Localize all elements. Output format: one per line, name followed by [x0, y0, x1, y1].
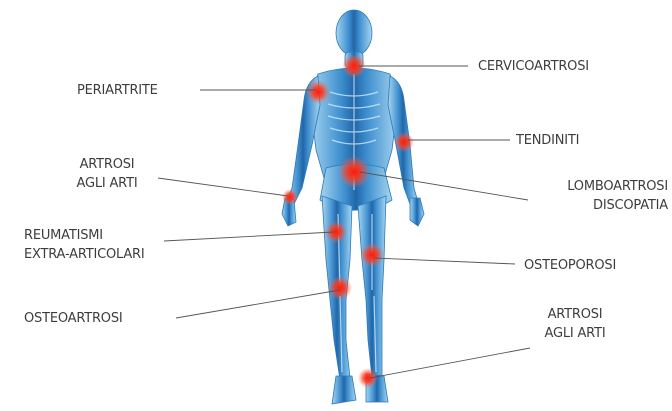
label-artrosi-left-line1: ARTROSI — [52, 155, 162, 174]
leader-artrosi-left — [158, 178, 288, 196]
hotspot-lumbar — [338, 156, 370, 188]
label-reumatismi-line2: EXTRA-ARTICOLARI — [24, 245, 145, 264]
label-osteoporosi-line1: OSTEOPOROSI — [524, 256, 616, 275]
label-artrosi-agli-arti-left: ARTROSI AGLI ARTI — [52, 155, 162, 193]
label-reumatismi: REUMATISMI EXTRA-ARTICOLARI — [24, 226, 145, 264]
label-tendiniti-line1: TENDINITI — [516, 131, 579, 150]
hotspot-shoulder — [306, 80, 330, 104]
right-hand — [410, 198, 424, 226]
hotspot-wrist — [282, 189, 298, 205]
label-cervicoartrosi-line1: CERVICOARTROSI — [478, 57, 589, 76]
left-foot — [332, 376, 356, 404]
label-periartrite-line1: PERIARTRITE — [77, 81, 158, 100]
label-osteoartrosi-line1: OSTEOARTROSI — [24, 309, 123, 328]
hotspot-knee — [328, 276, 352, 300]
label-artrosi-agli-arti-right: ARTROSI AGLI ARTI — [520, 305, 630, 343]
label-lomboartrosi-line2: DISCOPATIA — [500, 196, 668, 215]
label-lomboartrosi-line1: LOMBOARTROSI — [500, 177, 668, 196]
label-artrosi-right-line2: AGLI ARTI — [520, 324, 630, 343]
hotspot-ankle — [358, 368, 378, 388]
head — [336, 10, 372, 56]
leader-artrosi-right — [370, 348, 530, 378]
label-osteoporosi: OSTEOPOROSI — [524, 256, 616, 275]
label-lomboartrosi-discopatia: LOMBOARTROSI DISCOPATIA — [500, 177, 668, 215]
label-artrosi-left-line2: AGLI ARTI — [52, 174, 162, 193]
leader-osteoartrosi — [176, 290, 340, 318]
label-osteoartrosi: OSTEOARTROSI — [24, 309, 123, 328]
label-reumatismi-line1: REUMATISMI — [24, 226, 145, 245]
hotspot-hip — [360, 243, 384, 267]
label-cervicoartrosi: CERVICOARTROSI — [478, 57, 589, 76]
label-periartrite: PERIARTRITE — [77, 81, 158, 100]
leader-osteoporosi — [374, 258, 515, 264]
label-tendiniti: TENDINITI — [516, 131, 579, 150]
label-artrosi-right-line1: ARTROSI — [520, 305, 630, 324]
leader-reumatismi — [164, 232, 334, 241]
hotspot-elbow — [394, 132, 414, 152]
